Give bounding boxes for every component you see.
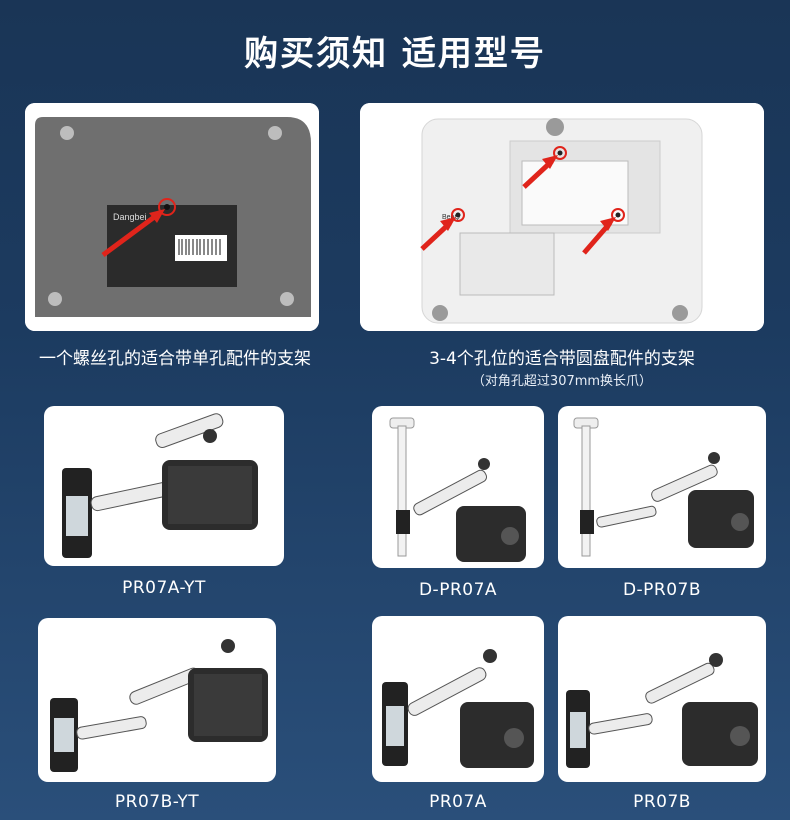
pr07a-image xyxy=(382,649,534,768)
device-brand-text: Dangbei xyxy=(113,212,147,222)
model-label-d-pr07a: D-PR07A xyxy=(418,580,498,600)
product-card-d-pr07b[interactable] xyxy=(558,406,766,568)
benq-underside-image: BenQ xyxy=(360,103,764,331)
pr07b-yt-image xyxy=(50,639,268,772)
page-title: 购买须知 适用型号 xyxy=(244,34,546,74)
pr07b-image xyxy=(566,653,758,768)
model-label-pr07a: PR07A xyxy=(429,792,487,812)
model-label-pr07a-yt: PR07A-YT xyxy=(122,578,206,598)
product-card-pr07a-yt[interactable] xyxy=(44,406,284,566)
single-hole-photo-card: Dangbei xyxy=(25,103,319,331)
d-pr07b-image xyxy=(573,417,754,557)
multi-hole-photo-card: BenQ xyxy=(360,103,764,331)
model-label-pr07b: PR07B xyxy=(633,792,691,812)
device-brand-text: BenQ xyxy=(442,214,460,221)
product-card-pr07a[interactable] xyxy=(372,616,544,782)
dangbei-underside-image: Dangbei xyxy=(25,103,319,331)
pr07a-yt-image xyxy=(62,413,258,558)
product-card-d-pr07a[interactable] xyxy=(372,406,544,568)
single-hole-caption: 一个螺丝孔的适合带单孔配件的支架 xyxy=(39,349,311,369)
product-card-pr07b-yt[interactable] xyxy=(38,618,276,782)
model-label-pr07b-yt: PR07B-YT xyxy=(114,792,200,812)
d-pr07a-image xyxy=(389,417,526,562)
multi-hole-note: （对角孔超过307mm换长爪） xyxy=(471,374,653,389)
model-label-d-pr07b: D-PR07B xyxy=(622,580,702,600)
product-card-pr07b[interactable] xyxy=(558,616,766,782)
multi-hole-caption: 3-4个孔位的适合带圆盘配件的支架 xyxy=(429,349,695,369)
